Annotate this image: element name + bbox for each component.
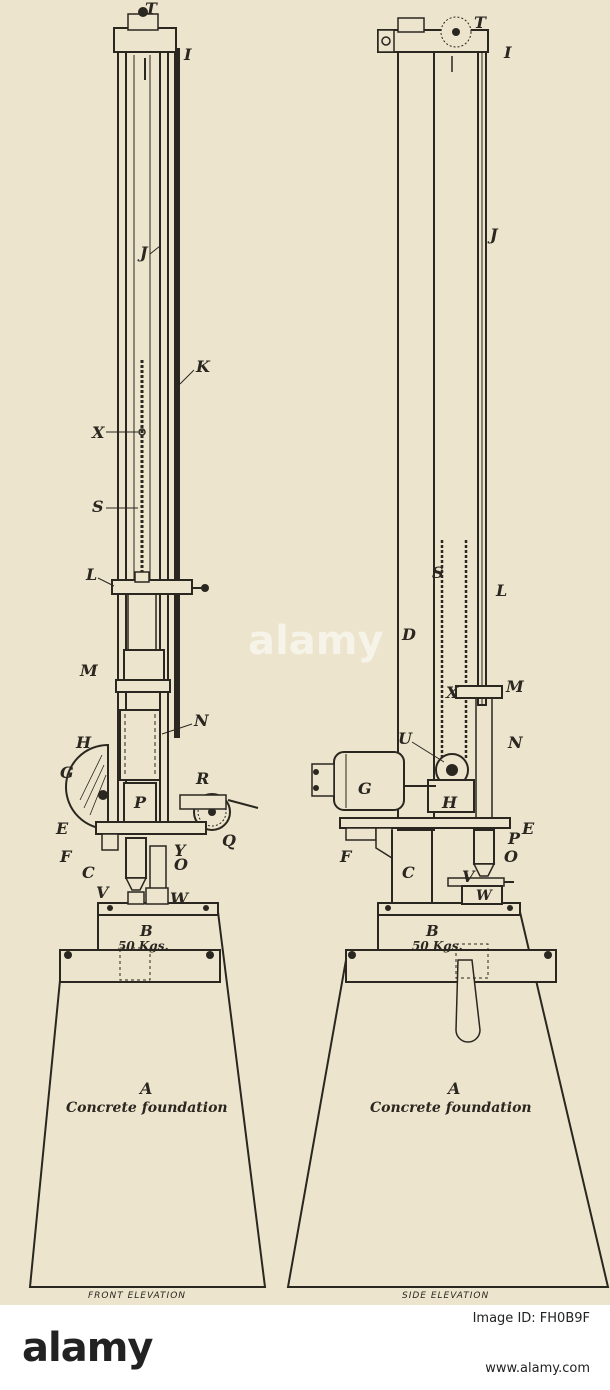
front-caption: FRONT ELEVATION <box>88 1291 186 1301</box>
footer-logo: alamy <box>22 1325 153 1371</box>
footer-bar: alamy Image ID: FH0B9F www.alamy.com <box>0 1305 610 1390</box>
front-rack-bar <box>174 48 180 738</box>
side-label-n: N <box>507 733 524 752</box>
side-label-o: O <box>504 847 518 866</box>
front-label-e: E <box>55 819 69 838</box>
side-base-weight: 50 Kgs. <box>412 939 463 953</box>
side-casing-h <box>427 779 475 813</box>
front-label-t: T <box>145 0 158 18</box>
side-caption: SIDE ELEVATION <box>402 1291 489 1301</box>
front-column-left <box>117 44 127 826</box>
side-label-l: L <box>495 581 507 600</box>
side-sprocket <box>440 16 472 48</box>
front-label-j: J <box>137 243 149 262</box>
side-label-m: M <box>505 677 525 696</box>
front-motor <box>65 743 109 831</box>
front-elevation: T I J K X S L M N H G R P Q E F C Y O V … <box>28 0 267 1301</box>
front-label-o: O <box>174 855 188 874</box>
side-label-p: P <box>507 829 521 848</box>
front-label-b: B <box>139 922 153 940</box>
side-label-x: X <box>445 683 459 702</box>
side-platform <box>339 817 511 829</box>
side-column-main <box>397 41 435 831</box>
front-label-f: F <box>59 847 73 866</box>
side-label-s: S <box>432 563 444 582</box>
side-label-a: A <box>446 1079 460 1098</box>
front-column-right <box>159 44 169 826</box>
front-label-h: H <box>75 733 92 752</box>
front-label-p: P <box>133 793 147 812</box>
front-label-r: R <box>195 769 209 788</box>
front-label-g: G <box>60 763 74 782</box>
side-label-c: C <box>402 863 415 882</box>
side-label-w: W <box>476 888 493 904</box>
front-label-i: I <box>183 45 192 64</box>
front-label-l: L <box>85 565 97 584</box>
front-guide <box>119 709 161 781</box>
test-machine-drawing: T I J K X S L M N H G R P Q E F C Y O V … <box>28 0 610 1301</box>
front-crosshead <box>111 579 193 595</box>
front-base-weight: 50 Kgs. <box>118 939 169 953</box>
side-foundation-text: Concrete foundation <box>370 1100 532 1116</box>
front-label-y: Y <box>174 841 187 860</box>
side-label-j: J <box>487 225 499 244</box>
front-label-s: S <box>92 497 104 516</box>
footer-url: www.alamy.com <box>485 1361 590 1376</box>
side-label-f: F <box>339 847 353 866</box>
side-label-t: T <box>474 13 487 32</box>
side-label-g: G <box>358 779 372 798</box>
front-label-v: V <box>96 883 110 902</box>
side-label-d: D <box>401 625 416 644</box>
front-label-n: N <box>193 711 210 730</box>
front-label-q: Q <box>222 831 236 850</box>
side-label-e: E <box>521 819 535 838</box>
front-label-m: M <box>79 661 99 680</box>
side-elevation: T I J S L D M X U N G H E P F O C V W B … <box>286 13 610 1301</box>
front-plunger <box>123 782 157 824</box>
side-label-v: V <box>462 867 476 886</box>
front-label-a: A <box>138 1079 152 1098</box>
side-foundation-top <box>345 949 557 983</box>
side-label-i: I <box>503 43 512 62</box>
side-label-u: U <box>398 729 413 748</box>
front-base-plate <box>97 902 219 916</box>
side-label-b: B <box>425 922 439 940</box>
footer-image-id: Image ID: FH0B9F <box>472 1311 590 1326</box>
front-platform <box>95 821 207 835</box>
front-top-head <box>113 27 177 53</box>
front-foundation-text: Concrete foundation <box>66 1100 228 1116</box>
front-foundation-top <box>59 949 221 983</box>
side-base-plate <box>377 902 521 916</box>
watermark-center: alamy <box>248 618 384 664</box>
front-label-w: W <box>170 889 190 908</box>
side-label-h: H <box>441 793 458 812</box>
front-label-k: K <box>195 357 211 376</box>
front-label-c: C <box>82 863 95 882</box>
front-label-x: X <box>91 423 105 442</box>
